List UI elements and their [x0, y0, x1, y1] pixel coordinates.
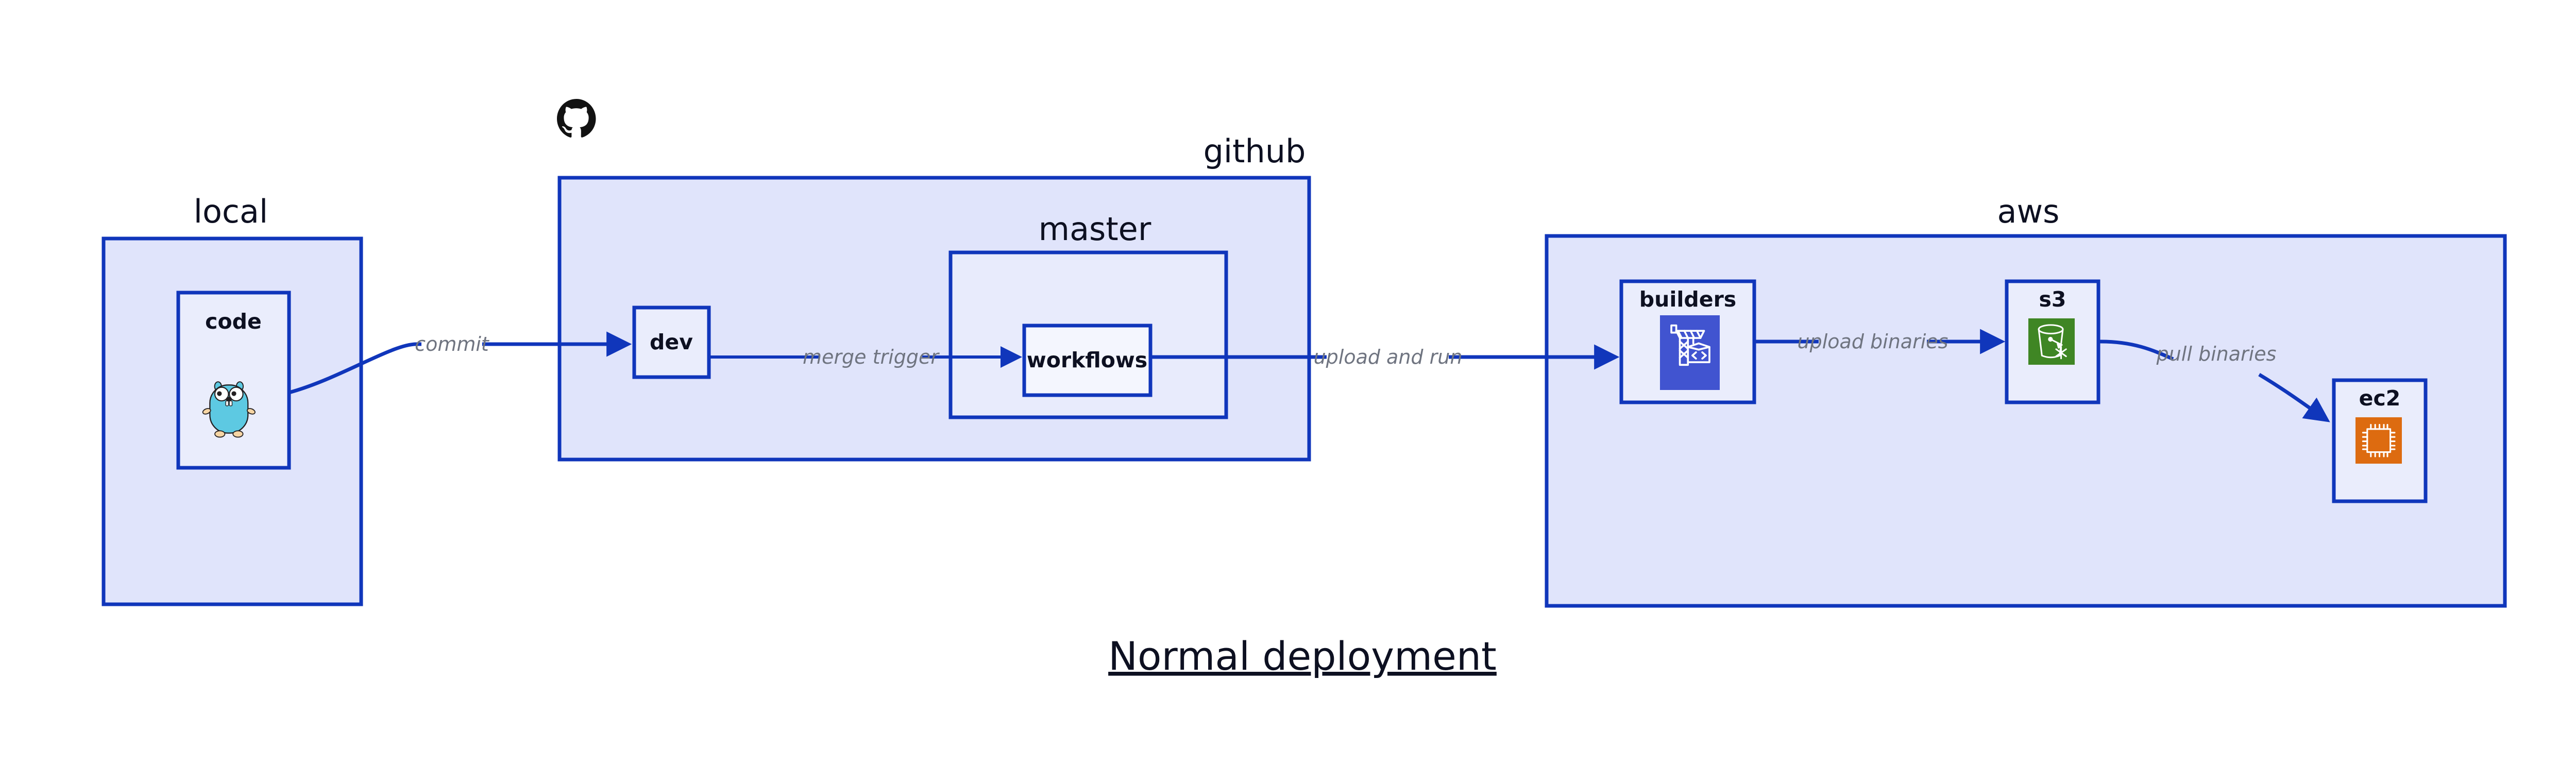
node-builders-icon-bg	[1660, 315, 1720, 390]
edge-pull-binaries-label: pull binaries	[2156, 343, 2277, 365]
edge-merge-trigger-label: merge trigger	[803, 346, 940, 368]
node-builders[interactable]: builders	[1619, 279, 1756, 404]
node-dev-label: dev	[650, 330, 693, 354]
node-builders-label: builders	[1639, 287, 1736, 312]
node-s3[interactable]: s3	[2005, 279, 2100, 404]
node-workflows-box[interactable]	[1022, 324, 1153, 397]
node-dev[interactable]: dev	[632, 305, 711, 379]
cluster-aws-label: aws	[1997, 193, 2059, 230]
cluster-local-label: local	[194, 193, 268, 230]
edge-pull-binaries-path-a	[2098, 339, 2174, 361]
edge-upload-and-run-label: upload and run	[1314, 346, 1463, 368]
edge-commit-label: commit	[415, 333, 490, 355]
node-s3-label: s3	[2039, 287, 2066, 312]
edge-pull-binaries-path-b	[2258, 372, 2330, 422]
edge-pull-binaries: pull binaries	[2098, 339, 2330, 422]
node-code-label: code	[205, 309, 262, 334]
edge-upload-binaries: upload binaries	[1754, 329, 2006, 354]
edge-commit: commit	[289, 331, 632, 395]
node-workflows[interactable]: workflows	[1022, 324, 1153, 397]
edge-commit-path-a	[289, 342, 421, 395]
node-ec2-label: ec2	[2359, 386, 2401, 411]
page-title: Normal deployment	[1108, 633, 1497, 679]
node-code-box[interactable]	[176, 291, 291, 470]
cluster-github-label: github	[1204, 132, 1306, 170]
subcluster-master-label: master	[1039, 210, 1151, 248]
github-octocat-icon	[557, 99, 596, 138]
edge-upload-binaries-label: upload binaries	[1798, 330, 1948, 353]
node-ec2[interactable]: ec2	[2332, 378, 2428, 503]
edge-upload-and-run: upload and run	[1150, 344, 1620, 370]
node-code[interactable]: code	[176, 291, 291, 470]
node-ec2-icon-bg	[2355, 417, 2402, 464]
edge-merge-trigger: merge trigger	[709, 346, 1022, 368]
node-workflows-label: workflows	[1027, 348, 1147, 372]
node-dev-box[interactable]	[632, 305, 711, 379]
